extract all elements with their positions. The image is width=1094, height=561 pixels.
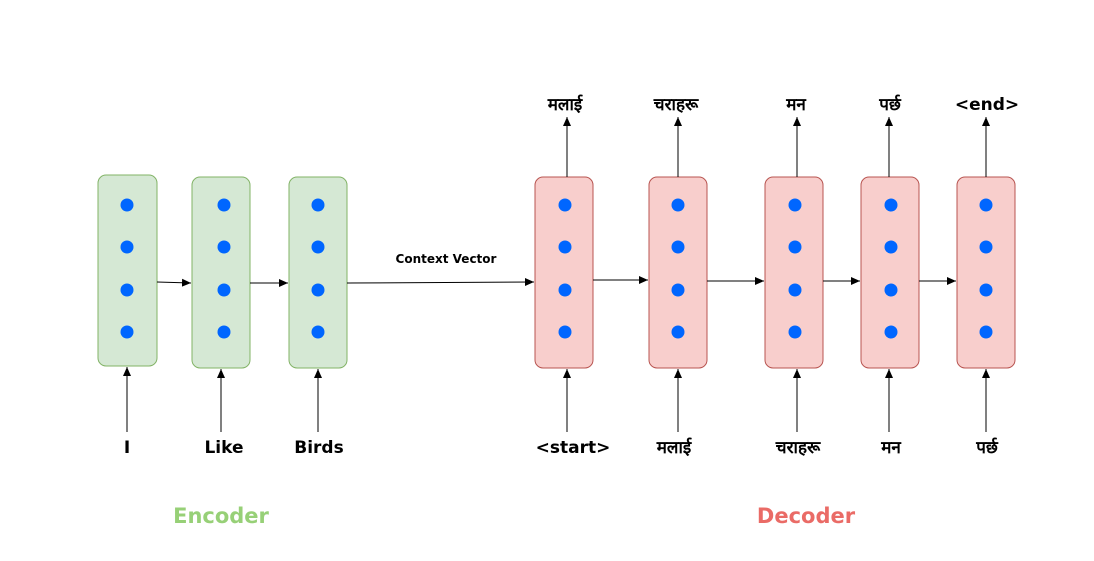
- decoder-input-word: चराहरू: [775, 438, 821, 458]
- decoder-label: Decoder: [757, 504, 856, 528]
- encoder-cell-1: [97, 174, 158, 367]
- decoder-input-word: <start>: [536, 438, 611, 458]
- neuron-dot: [979, 325, 993, 339]
- encoder-input-word: Birds: [294, 438, 343, 458]
- encoder-input-word: I: [124, 438, 130, 458]
- decoder-output-word: मलाई: [547, 94, 583, 115]
- decoder-cell-1: [534, 176, 594, 369]
- neuron-dot: [788, 240, 802, 254]
- decoder-cell-3: [764, 176, 824, 369]
- neuron-dot: [217, 198, 231, 212]
- decoder-input-word: मन: [880, 438, 901, 458]
- context-vector-arrow: [346, 278, 535, 287]
- neuron-dot: [558, 198, 572, 212]
- decoder-cell-4: [860, 176, 920, 369]
- context-vector-label: Context Vector: [396, 252, 497, 266]
- encoder-label: Encoder: [173, 504, 269, 528]
- neuron-dot: [979, 240, 993, 254]
- encoder-cell-2: [191, 176, 251, 369]
- neuron-dot: [558, 240, 572, 254]
- neuron-dot: [884, 283, 898, 297]
- neuron-dot: [671, 240, 685, 254]
- neuron-dot: [120, 325, 134, 339]
- encoder-arrow-1-2: [156, 278, 192, 287]
- neuron-dot: [979, 283, 993, 297]
- neuron-dot: [311, 198, 325, 212]
- decoder-cell-5: [956, 176, 1016, 369]
- decoder-output-word: <end>: [955, 95, 1019, 115]
- neuron-dot: [311, 240, 325, 254]
- neuron-dot: [311, 325, 325, 339]
- neuron-dot: [120, 240, 134, 254]
- neuron-dot: [311, 283, 325, 297]
- neuron-dot: [217, 240, 231, 254]
- neuron-dot: [788, 325, 802, 339]
- decoder-input-word: पर्छ: [975, 437, 999, 458]
- encoder-cell-3: [288, 176, 348, 369]
- neuron-dot: [558, 283, 572, 297]
- decoder-output-word: पर्छ: [878, 94, 902, 115]
- neuron-dot: [217, 283, 231, 297]
- neuron-dot: [671, 198, 685, 212]
- decoder-cell-2: [648, 176, 708, 369]
- neuron-dot: [120, 198, 134, 212]
- neuron-dot: [217, 325, 231, 339]
- neuron-dot: [884, 198, 898, 212]
- decoder-input-word: मलाई: [656, 437, 692, 458]
- encoder-input-word: Like: [204, 438, 243, 458]
- neuron-dot: [884, 240, 898, 254]
- neuron-dot: [979, 198, 993, 212]
- decoder-output-word: मन: [785, 95, 806, 115]
- neuron-dot: [671, 283, 685, 297]
- decoder-output-word: चराहरू: [653, 95, 699, 115]
- neuron-dot: [884, 325, 898, 339]
- neuron-dot: [558, 325, 572, 339]
- neuron-dot: [788, 283, 802, 297]
- neuron-dot: [120, 283, 134, 297]
- neuron-dot: [788, 198, 802, 212]
- neuron-dot: [671, 325, 685, 339]
